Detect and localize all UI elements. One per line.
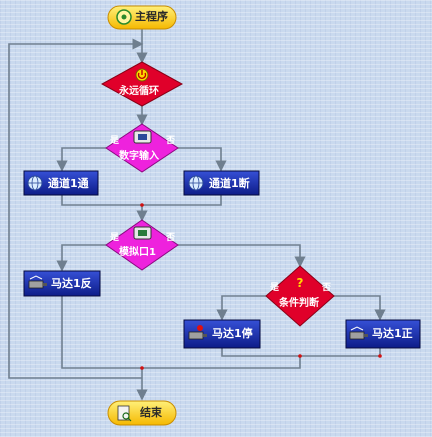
digital-input-node[interactable] [105, 123, 179, 173]
connector-loop-back [8, 38, 144, 379]
connector-input-no [178, 147, 227, 172]
power-icon [135, 68, 149, 82]
analog-port-yes-label: 是 [110, 233, 120, 243]
channel-on-label: 通道1通 [48, 177, 89, 190]
motor-icon [28, 275, 47, 289]
digital-input-yes-label: 是 [110, 136, 120, 146]
chip-icon [133, 130, 152, 144]
globe-icon [188, 175, 204, 191]
motor-stop-icon [188, 325, 207, 340]
digital-input-label: 数字输入 [119, 151, 159, 162]
question-icon: ? [297, 276, 304, 290]
globe-icon [27, 175, 43, 191]
motor-reverse-label: 马达1反 [51, 277, 92, 290]
digital-input-no-label: 否 [166, 136, 176, 146]
motor-stop-label: 马达1停 [212, 327, 253, 340]
chip-icon [133, 226, 152, 240]
connector-condition-merge [142, 356, 301, 369]
clover-icon [116, 9, 132, 25]
loop-node[interactable] [100, 61, 184, 107]
loop-label: 永远循环 [119, 86, 159, 97]
connector-reverse-merge [61, 296, 142, 369]
connector-condition-yes [216, 295, 266, 321]
motor-icon [349, 326, 368, 340]
junction-dot [140, 366, 144, 370]
connector-analog-yes [56, 244, 106, 272]
motor-forward-node[interactable] [345, 319, 421, 349]
analog-port-no-label: 否 [166, 233, 176, 243]
junction-dot [140, 203, 144, 207]
analog-port-label: 模拟口1 [119, 247, 156, 258]
junction-dot [298, 354, 302, 358]
end-node[interactable] [107, 400, 177, 426]
start-node[interactable] [107, 5, 177, 30]
connector-input-yes [56, 147, 106, 172]
condition-node[interactable]: ? [265, 265, 335, 327]
motor-stop-node[interactable] [183, 319, 261, 349]
svg-text:?: ? [297, 276, 304, 290]
channel-on-node[interactable] [23, 170, 99, 196]
connector-condition-no [334, 295, 386, 321]
start-label: 主程序 [135, 10, 168, 23]
junction-dots [140, 203, 382, 370]
motor-forward-label: 马达1正 [372, 327, 413, 340]
motor-reverse-node[interactable] [23, 270, 101, 297]
condition-label: 条件判断 [279, 298, 319, 309]
end-label: 结束 [140, 406, 162, 419]
condition-no-label: 否 [322, 283, 332, 293]
analog-port-node[interactable] [105, 219, 179, 271]
channel-off-node[interactable] [183, 170, 260, 196]
channel-off-label: 通道1断 [209, 177, 250, 190]
condition-yes-label: 是 [270, 283, 280, 293]
magnifier-icon [117, 405, 132, 422]
connector-analog-no [178, 244, 306, 268]
junction-dot [378, 354, 382, 358]
